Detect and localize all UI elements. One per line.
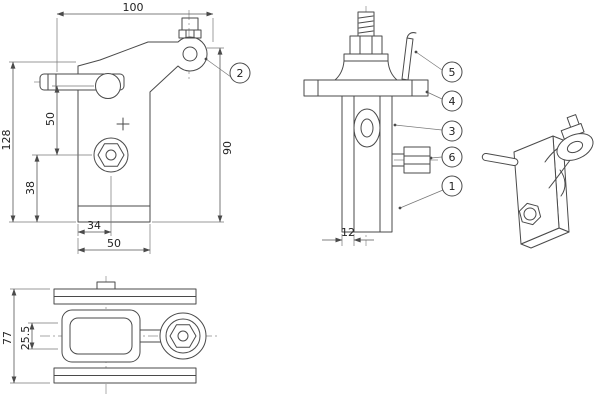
isometric-view bbox=[481, 114, 594, 249]
washer bbox=[343, 53, 389, 62]
dim-text-bottom-offset: 38 bbox=[24, 181, 37, 195]
balloon-1: 1 bbox=[398, 175, 463, 210]
leader-dot bbox=[398, 206, 402, 210]
dim-text-thickness: 12 bbox=[341, 226, 355, 239]
balloon-number: 2 bbox=[237, 67, 244, 80]
stud-threads bbox=[358, 15, 374, 34]
balloon-3: 3 bbox=[393, 120, 463, 142]
ext-lines bbox=[9, 61, 76, 223]
iso-hex-bolt-center bbox=[523, 207, 537, 221]
dim-text-side-height: 90 bbox=[221, 141, 234, 155]
dim-front-side-height: 90 bbox=[152, 47, 234, 223]
balloon-circle bbox=[441, 146, 463, 168]
balloon-callouts: 2 5 4 3 6 1 bbox=[204, 50, 463, 210]
dim-front-width: 100 bbox=[56, 1, 214, 72]
dim-text-hole-spacing: 50 bbox=[44, 112, 57, 126]
front-upper-hole bbox=[95, 73, 121, 99]
top-bolt-head bbox=[96, 281, 116, 290]
clevis-slot bbox=[69, 317, 133, 355]
balloon-circle bbox=[229, 62, 251, 84]
leader-dot bbox=[425, 90, 429, 94]
dim-front-base-width: 50 bbox=[77, 224, 151, 254]
bushing-dome bbox=[334, 60, 398, 81]
balloon-circle bbox=[441, 61, 463, 83]
leader-dot bbox=[414, 50, 418, 54]
balloon-2: 2 bbox=[204, 57, 251, 84]
dim-text-hole-x: 34 bbox=[87, 219, 101, 232]
balloon-6: 6 bbox=[429, 146, 463, 168]
top-plate-details bbox=[317, 79, 413, 97]
balloon-5: 5 bbox=[414, 50, 463, 83]
balloon-circle bbox=[441, 90, 463, 112]
leader-line bbox=[394, 124, 443, 131]
balloon-number: 6 bbox=[449, 151, 456, 164]
front-crosshair bbox=[116, 117, 130, 131]
side-hex-nut-facets bbox=[403, 155, 431, 165]
dim-front-hole-x: 34 bbox=[77, 176, 112, 236]
bolt-shaft-lines bbox=[391, 153, 405, 167]
iso-bushing-hole bbox=[566, 140, 584, 154]
dim-text-base-width: 50 bbox=[107, 237, 121, 250]
leader-line bbox=[426, 91, 443, 100]
eye-hex-bolt bbox=[169, 324, 197, 348]
shackle-inner-lines bbox=[353, 95, 381, 233]
rod-end-ball bbox=[353, 108, 381, 148]
bracket-outline bbox=[77, 36, 208, 223]
dim-front-height: 128 bbox=[0, 61, 76, 223]
clevis-bolt bbox=[178, 17, 202, 39]
top-nut bbox=[349, 35, 383, 55]
leader-line bbox=[205, 58, 232, 78]
dim-front-bottom-offset: 38 bbox=[24, 154, 40, 223]
top-nut-facets bbox=[359, 35, 373, 55]
side-view: 12 bbox=[303, 6, 438, 246]
leader-line bbox=[415, 51, 443, 71]
dim-text-width: 100 bbox=[123, 1, 144, 14]
ext-lines bbox=[10, 288, 50, 384]
dim-top-half-depth: 25.5 bbox=[19, 322, 58, 351]
iso-clevis-curve bbox=[559, 169, 566, 197]
lock-pin-hook bbox=[406, 32, 417, 39]
dim-text-depth: 77 bbox=[1, 331, 14, 345]
iso-pin bbox=[481, 152, 519, 167]
dim-text-half-depth: 25.5 bbox=[19, 326, 32, 351]
front-view: 100 128 50 38 34 50 9 bbox=[0, 1, 234, 254]
front-hex-nut bbox=[97, 143, 125, 167]
dim-text-height: 128 bbox=[0, 130, 13, 151]
top-plate bbox=[303, 79, 429, 97]
lock-pin bbox=[401, 37, 414, 81]
balloon-4: 4 bbox=[425, 90, 463, 112]
dim-front-hole-spacing: 50 bbox=[32, 85, 94, 156]
balloon-number: 3 bbox=[449, 125, 456, 138]
side-hex-nut bbox=[403, 146, 431, 174]
balloon-circle bbox=[441, 120, 463, 142]
leader-dot bbox=[429, 156, 433, 160]
dim-side-thickness: 12 bbox=[322, 226, 374, 246]
leader-line bbox=[399, 189, 444, 209]
ext-lines bbox=[56, 18, 214, 72]
balloon-number: 4 bbox=[449, 95, 456, 108]
rod-lines bbox=[139, 329, 162, 343]
top-view: 77 25.5 bbox=[1, 276, 218, 396]
clevis-body bbox=[61, 309, 141, 363]
leader-dot bbox=[204, 57, 208, 61]
balloon-circle bbox=[441, 175, 463, 197]
clevis-eye-hole bbox=[182, 46, 198, 62]
rod-end-hole bbox=[360, 118, 374, 138]
balloon-number: 1 bbox=[449, 180, 456, 193]
eye-ring-inner bbox=[165, 318, 201, 354]
eye-center-hole bbox=[177, 330, 189, 342]
balloon-number: 5 bbox=[449, 66, 456, 79]
dim-top-depth: 77 bbox=[1, 288, 50, 384]
iso-hex-bolt bbox=[518, 202, 542, 226]
iso-plate-front bbox=[513, 135, 560, 245]
front-hole-center bbox=[105, 149, 117, 161]
leader-dot bbox=[393, 123, 397, 127]
leader-line bbox=[430, 156, 443, 159]
